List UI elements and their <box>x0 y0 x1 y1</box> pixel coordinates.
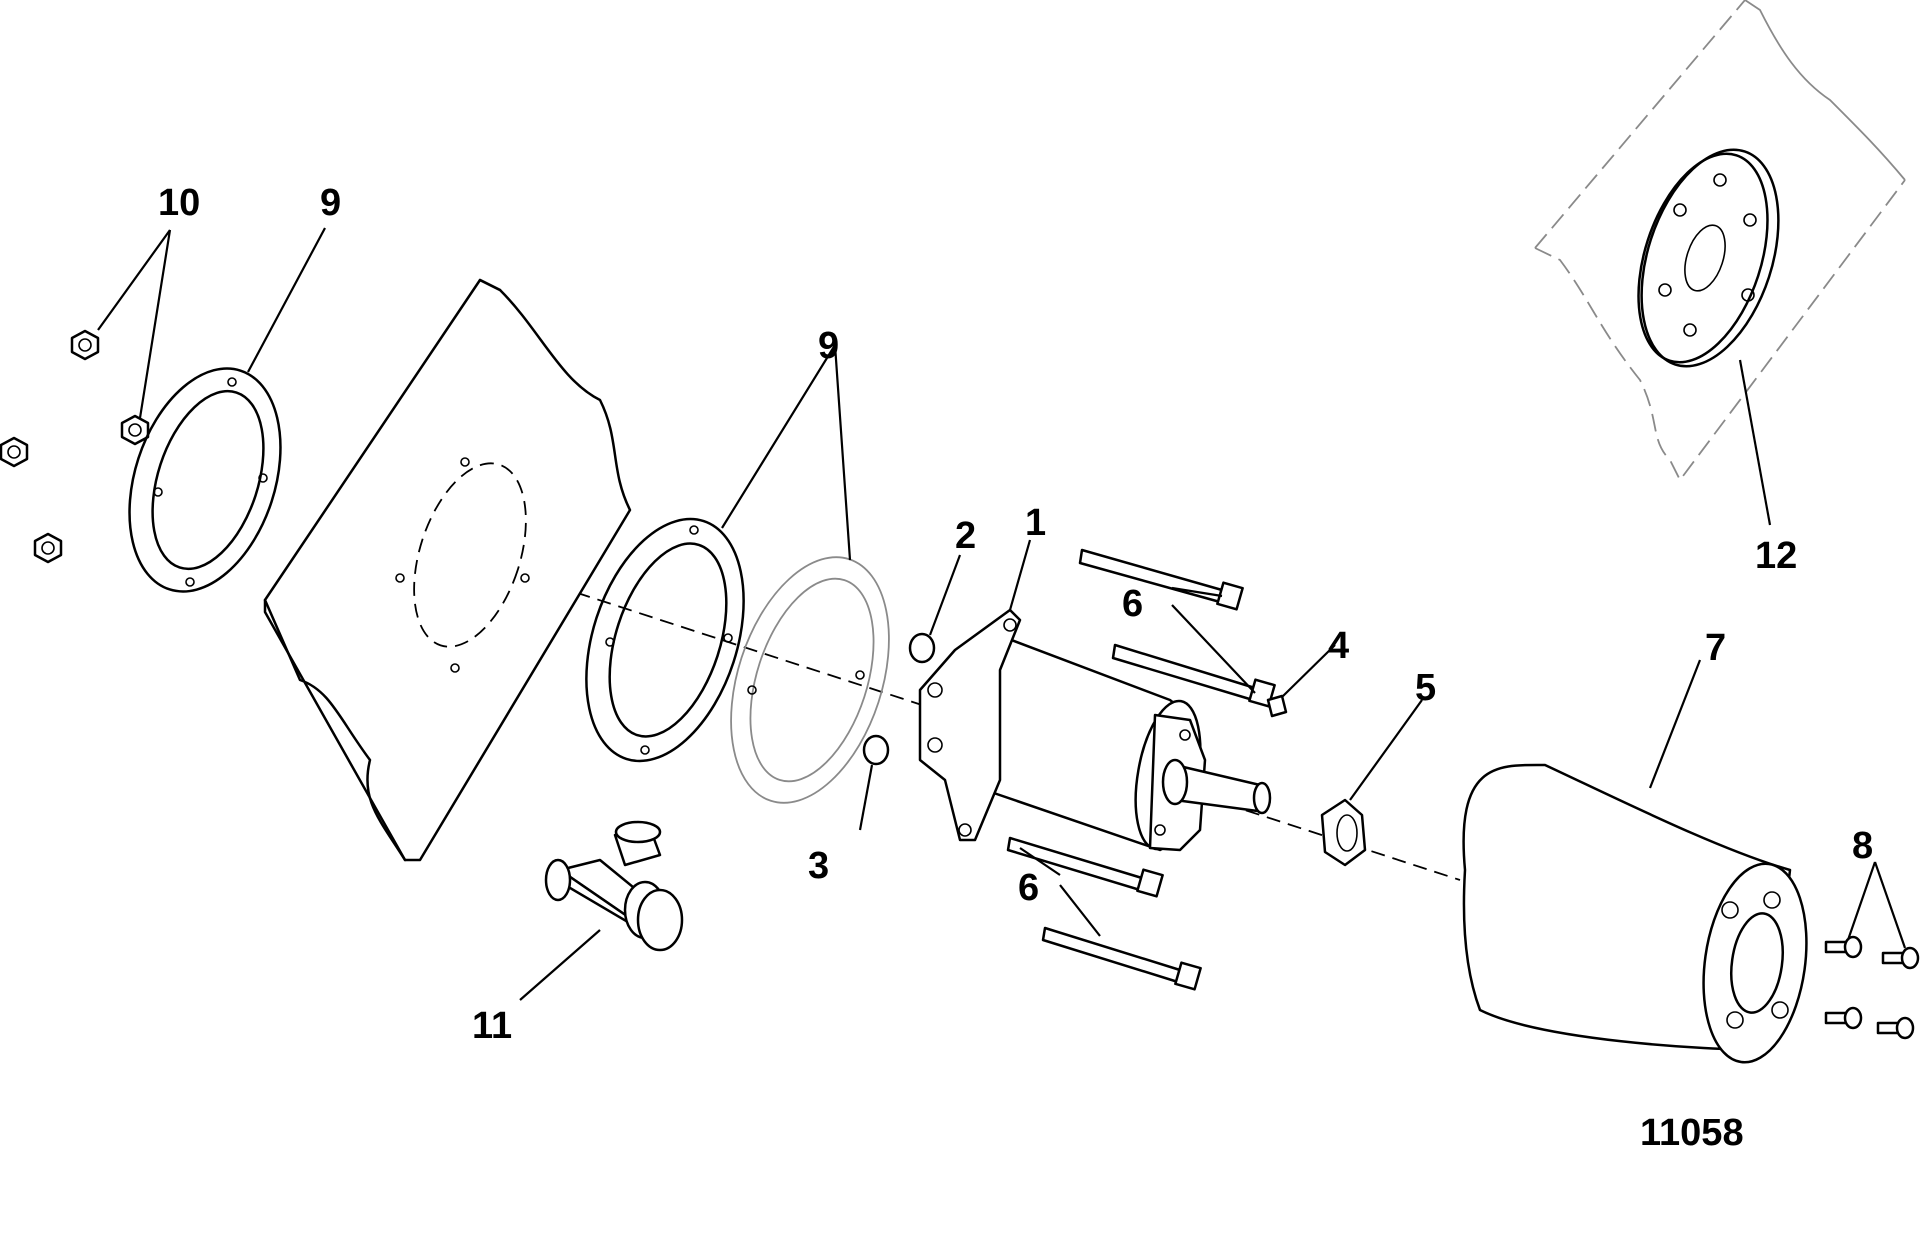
part-7-tail-cone <box>1462 763 1808 1064</box>
callout-12: 12 <box>1755 535 1797 577</box>
callout-11: 11 <box>472 1005 512 1047</box>
part-1-pump-assembly <box>918 608 1272 852</box>
part-11-fitting <box>544 820 684 952</box>
callout-6-top: 6 <box>1122 583 1143 625</box>
part-2-o-ring <box>908 632 936 664</box>
part-8-screws <box>1824 935 1920 1040</box>
callout-3: 3 <box>808 845 829 887</box>
callout-9-left: 9 <box>320 182 341 224</box>
part-5-nut <box>1320 798 1367 867</box>
leader-lines <box>97 227 1907 1001</box>
callout-labels: 1 2 3 4 5 6 6 7 8 9 9 10 11 12 <box>158 182 1873 1047</box>
part-10-nuts <box>0 329 150 564</box>
part-3-o-ring <box>862 734 890 766</box>
callout-4: 4 <box>1328 625 1349 667</box>
part-12-mount-plate <box>1534 0 1906 482</box>
callout-5: 5 <box>1415 667 1436 709</box>
callout-2: 2 <box>955 515 976 557</box>
callout-10: 10 <box>158 182 200 224</box>
callout-9-middle: 9 <box>818 325 839 367</box>
part-9-gasket-middle <box>585 517 745 763</box>
callout-8: 8 <box>1852 825 1873 867</box>
part-9-gasket-right <box>730 556 890 804</box>
transom-plate <box>263 278 632 862</box>
part-4-key <box>1266 694 1288 718</box>
part-9-gasket-left <box>128 367 282 593</box>
callout-7: 7 <box>1705 627 1726 669</box>
callout-6-bottom: 6 <box>1018 867 1039 909</box>
figure-id: 11058 <box>1640 1112 1744 1154</box>
callout-1: 1 <box>1025 502 1046 544</box>
